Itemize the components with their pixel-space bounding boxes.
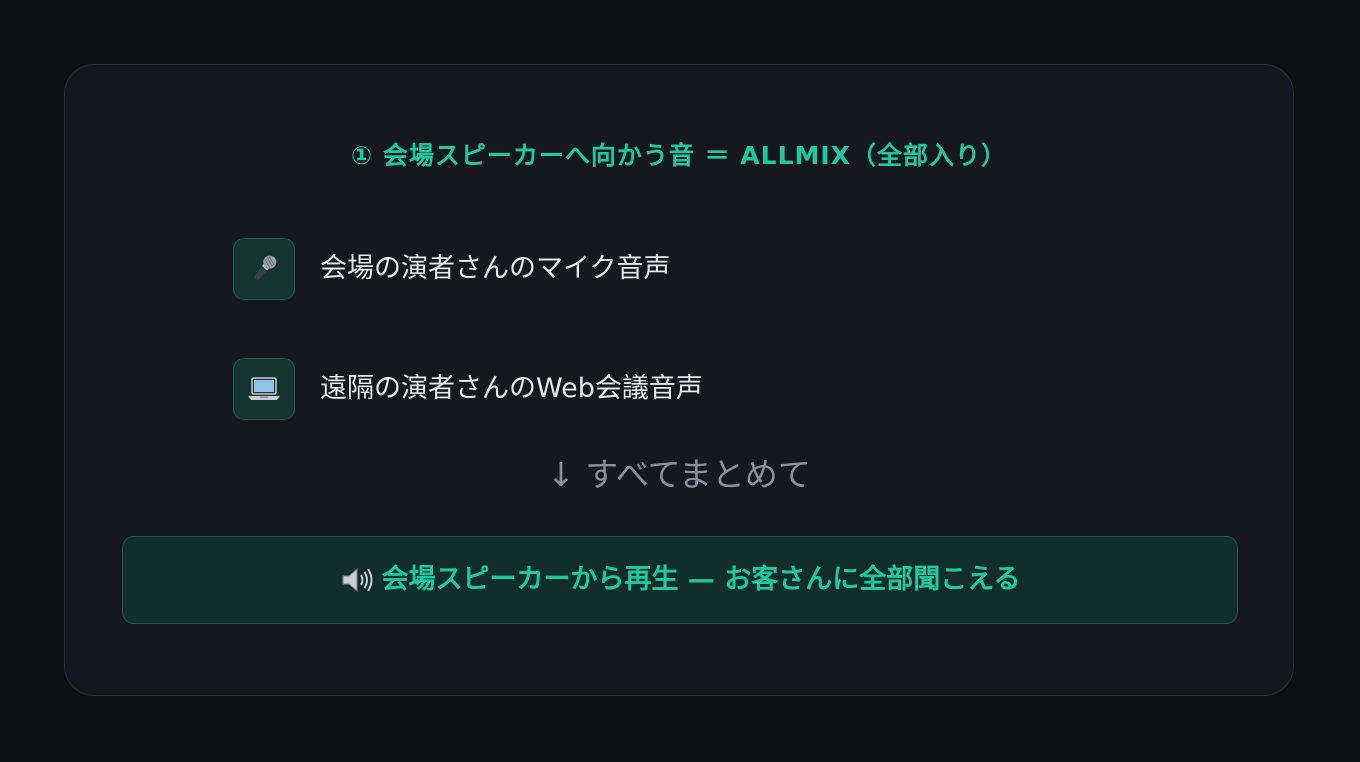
input-remote-web: 遠隔の演者さんのWeb会議音声 xyxy=(233,358,703,420)
input-label: 遠隔の演者さんのWeb会議音声 xyxy=(320,373,703,404)
input-label: 会場の演者さんのマイク音声 xyxy=(320,253,671,284)
allmix-card: ① 会場スピーカーへ向かう音 ＝ ALLMIX（全部入り） 会場の演者さんのマイ… xyxy=(64,64,1294,696)
speaker-icon xyxy=(340,565,374,595)
output-speaker-bar: 会場スピーカーから再生 — お客さんに全部聞こえる xyxy=(122,536,1238,624)
diagram-title: ① 会場スピーカーへ向かう音 ＝ ALLMIX（全部入り） xyxy=(351,141,1007,170)
laptop-icon xyxy=(233,358,295,420)
microphone-icon xyxy=(233,238,295,300)
input-venue-mic: 会場の演者さんのマイク音声 xyxy=(233,238,670,300)
merge-arrow-text: ↓ すべてまとめて xyxy=(547,455,811,494)
output-label: 会場スピーカーから再生 — お客さんに全部聞こえる xyxy=(381,564,1021,595)
